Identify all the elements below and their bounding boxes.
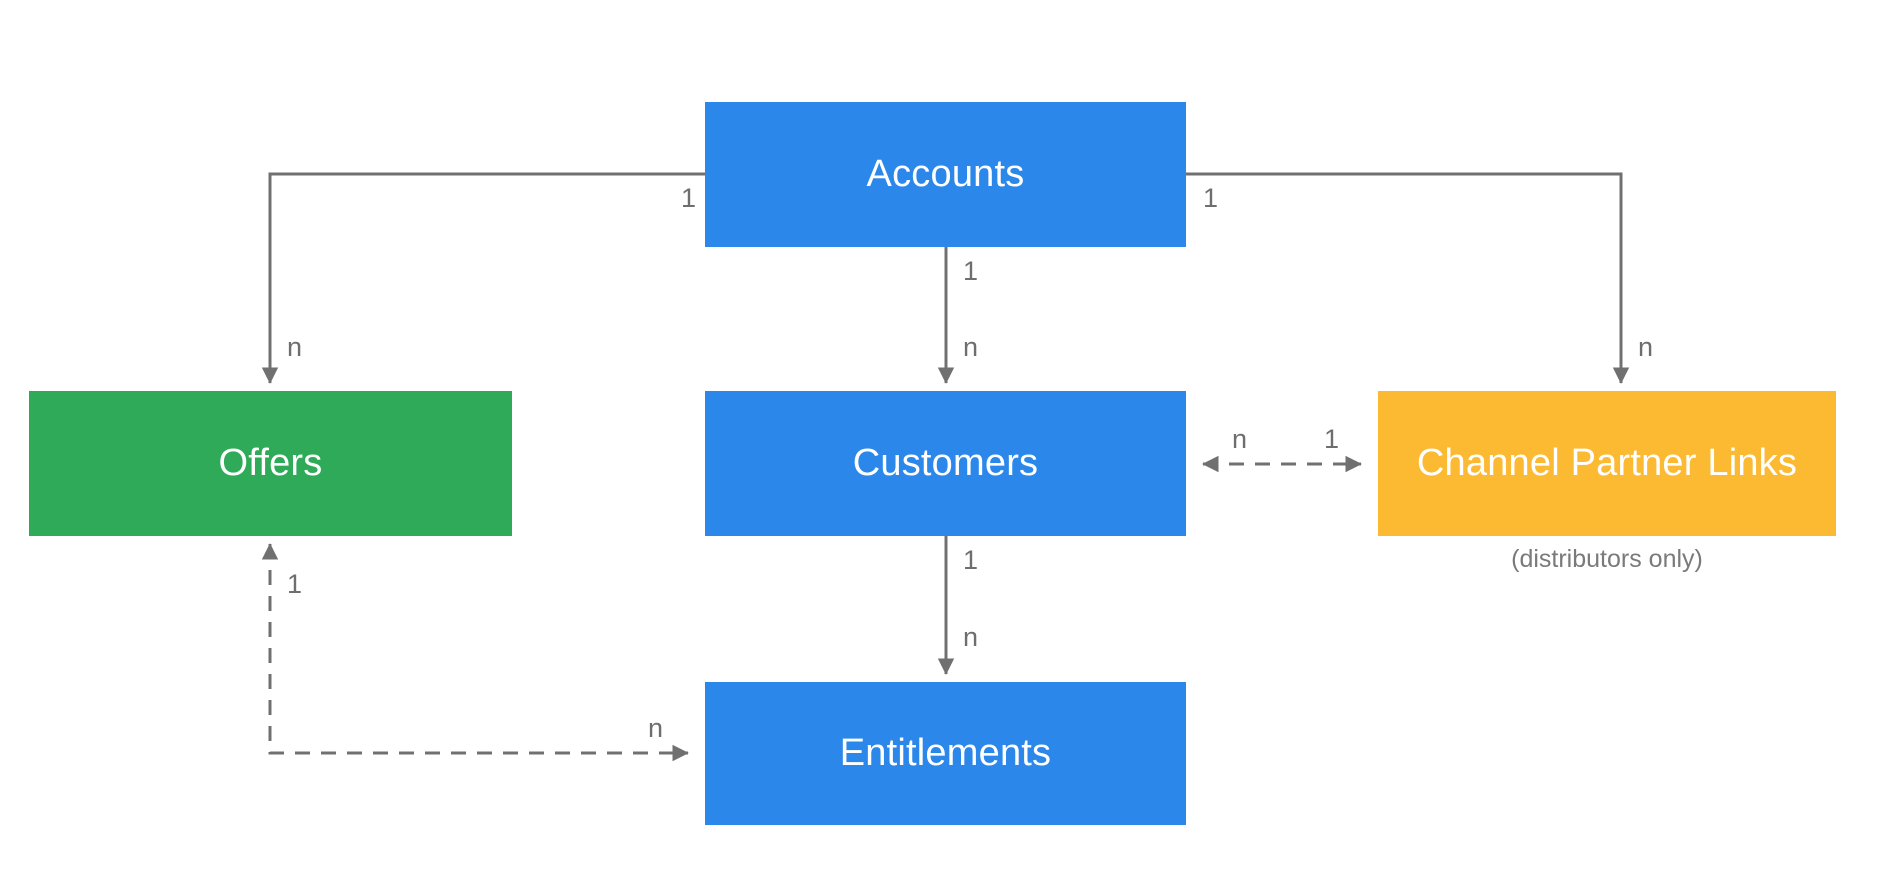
- node-offers[interactable]: Offers: [29, 391, 512, 536]
- node-customers[interactable]: Customers: [705, 391, 1186, 536]
- caption-channel-partner-links: (distributors only): [1511, 545, 1703, 573]
- edge-accounts-partners: [1186, 172, 1630, 384]
- node-customers-label: Customers: [852, 442, 1039, 484]
- label-offers-entitlements-one: 1: [287, 569, 303, 599]
- label-accounts-partners-n: n: [1638, 332, 1654, 362]
- node-channel-partner-links[interactable]: Channel Partner Links: [1378, 391, 1836, 536]
- edge-offers-entitlements: [261, 543, 689, 762]
- node-offers-label: Offers: [218, 442, 323, 484]
- label-accounts-partners-one: 1: [1203, 183, 1219, 213]
- label-customers-partners-n: n: [1232, 424, 1248, 454]
- label-customers-entitlements-one: 1: [963, 545, 979, 575]
- label-offers-entitlements-n: n: [648, 713, 664, 743]
- node-accounts-label: Accounts: [866, 153, 1025, 195]
- node-entitlements[interactable]: Entitlements: [705, 682, 1186, 825]
- node-entitlements-label: Entitlements: [839, 732, 1052, 774]
- label-accounts-offers-n: n: [287, 332, 303, 362]
- label-accounts-customers-one: 1: [963, 256, 979, 286]
- label-accounts-customers-n: n: [963, 332, 979, 362]
- label-accounts-offers-one: 1: [681, 183, 697, 213]
- node-accounts[interactable]: Accounts: [705, 102, 1186, 247]
- label-customers-entitlements-n: n: [963, 622, 979, 652]
- node-channel-partner-links-label: Channel Partner Links: [1416, 442, 1798, 484]
- edge-accounts-offers: [261, 172, 705, 384]
- label-customers-partners-one: 1: [1324, 424, 1340, 454]
